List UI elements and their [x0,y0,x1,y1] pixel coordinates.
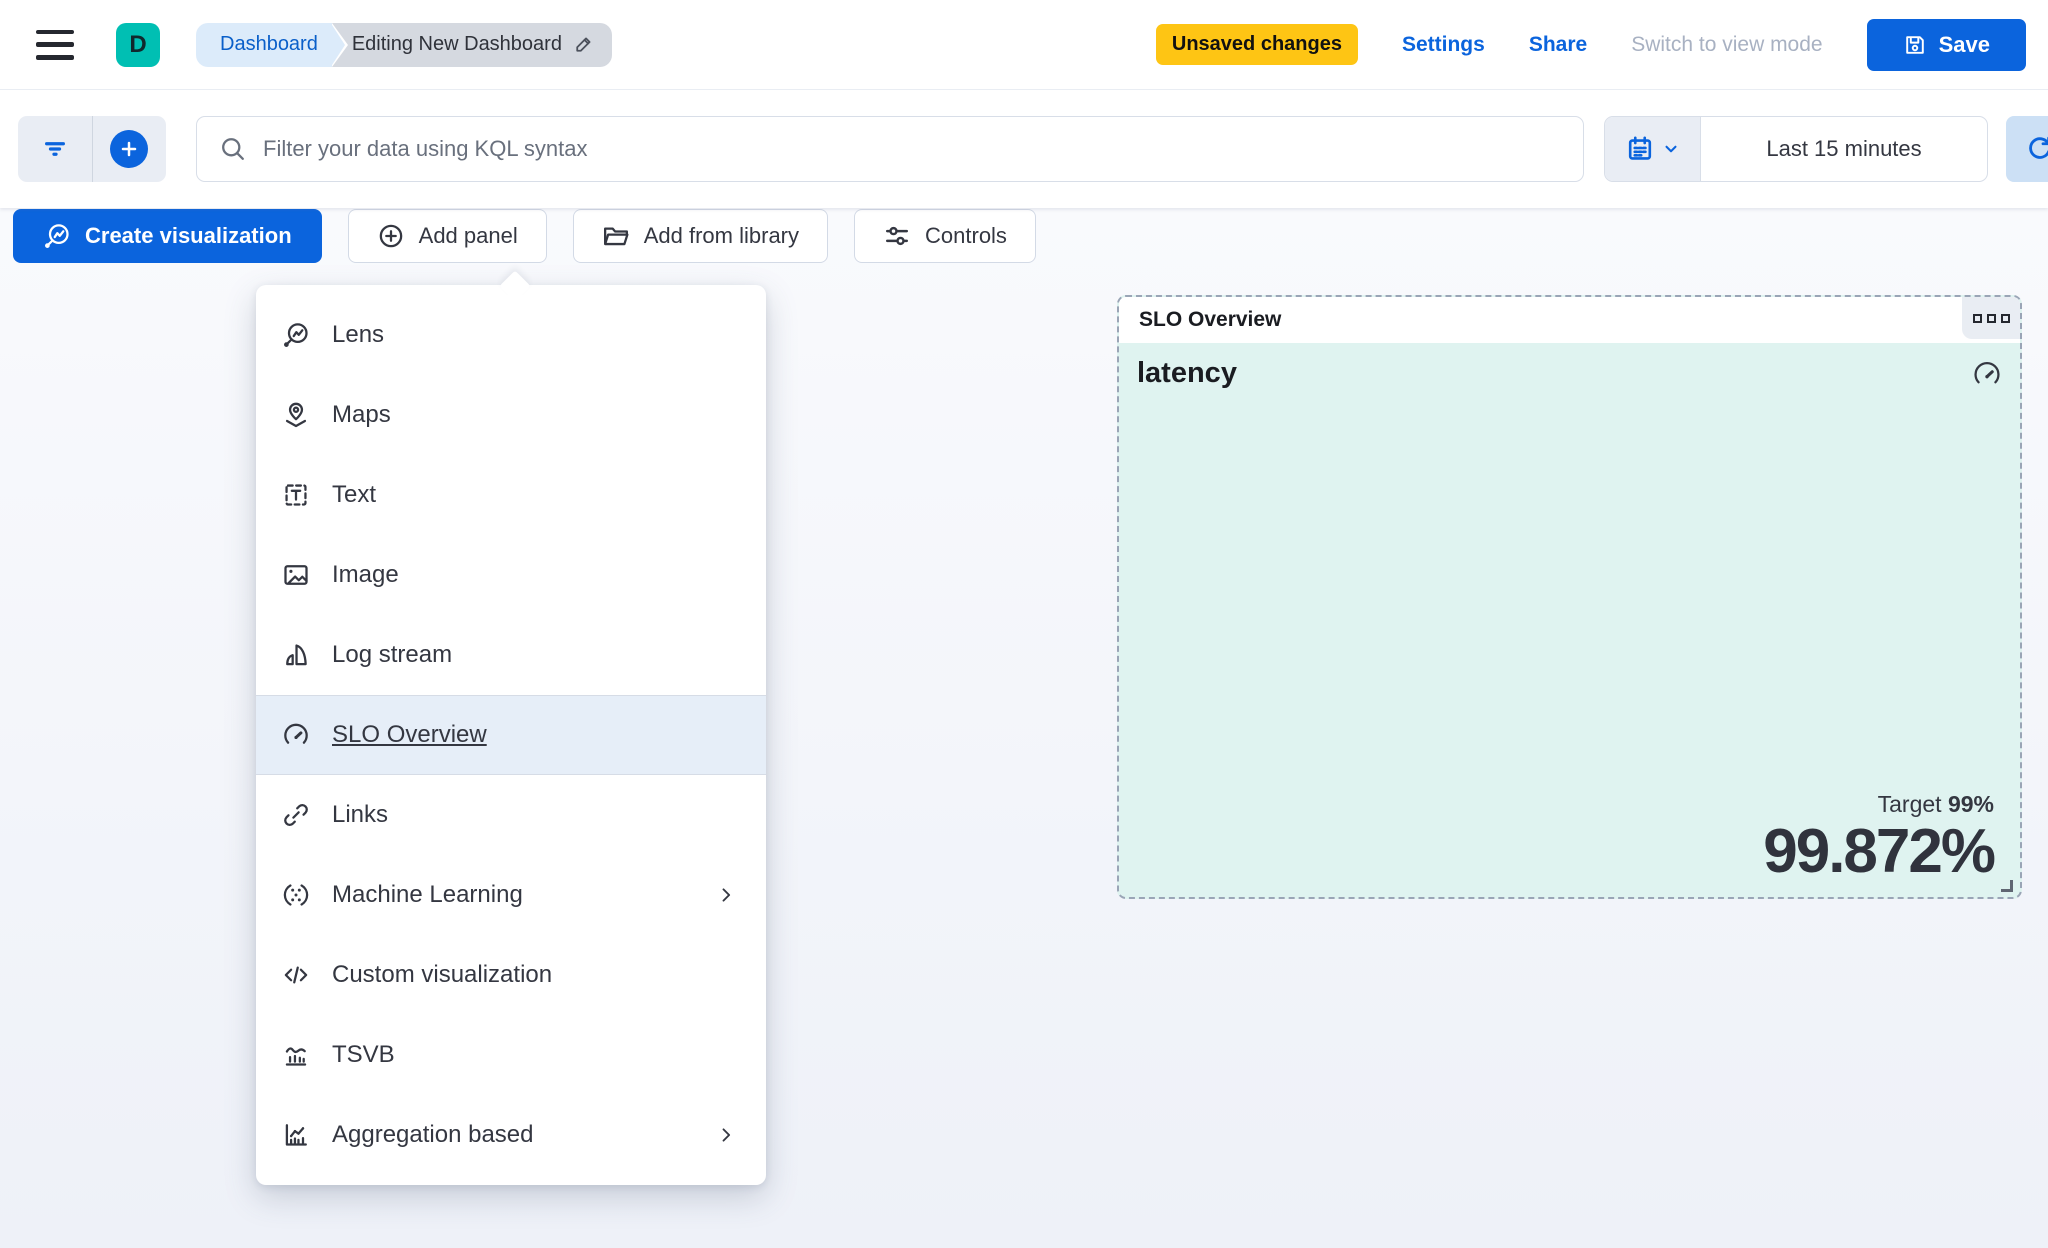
filter-menu-button[interactable] [18,116,92,182]
plus-circle-icon [110,130,149,168]
space-avatar-letter: D [129,30,147,58]
gauge-icon [1972,359,2002,389]
menu-item-maps[interactable]: Maps [256,375,766,455]
add-panel-menu: Lens Maps Text [256,270,766,1185]
chevron-right-icon [712,885,740,905]
panel-body: latency Target 99% 99.872% [1119,343,2020,897]
calendar-icon [1626,135,1654,163]
date-picker-button[interactable] [1605,117,1701,181]
aggregation-chart-icon [282,1121,310,1149]
controls-button[interactable]: Controls [854,209,1036,263]
settings-link[interactable]: Settings [1401,32,1485,56]
save-icon [1903,33,1927,57]
machine-learning-icon [282,881,310,909]
unsaved-changes-badge[interactable]: Unsaved changes [1155,24,1358,65]
breadcrumb-dashboard[interactable]: Dashboard [196,22,348,67]
menu-icon[interactable] [36,29,74,60]
refresh-icon [2025,134,2048,164]
menu-item-lens[interactable]: Lens [256,295,766,375]
time-range-value[interactable]: Last 15 minutes [1766,136,1922,161]
share-link[interactable]: Share [1528,32,1588,56]
slo-overview-panel: SLO Overview latency Target 99% 99.872% [1117,295,2022,899]
dashboard-toolbar: Create visualization Add panel Add from … [13,209,1036,263]
slo-values: Target 99% 99.872% [1763,790,1996,886]
panel-header: SLO Overview [1119,297,2020,343]
search-icon [219,135,247,163]
plus-circle-outline-icon [377,222,405,250]
gauge-icon [282,721,310,749]
log-stream-icon [282,641,310,669]
text-icon [282,481,310,509]
chevron-right-icon [712,1125,740,1145]
panel-title: SLO Overview [1139,308,1282,331]
lens-icon [43,222,71,250]
code-icon [282,961,310,989]
menu-item-links[interactable]: Links [256,775,766,855]
slo-sli-value: 99.872% [1763,816,1996,886]
kql-search-input[interactable] [263,136,1561,162]
menu-item-aggregation-based[interactable]: Aggregation based [256,1095,766,1175]
chevron-down-icon [1662,140,1680,158]
slo-name: latency [1137,357,1237,389]
save-button[interactable]: Save [1866,18,2026,71]
maps-icon [282,401,310,429]
folder-icon [602,222,630,250]
link-icon [282,801,310,829]
space-avatar[interactable]: D [116,22,160,67]
app-header: D Dashboard Editing New Dashboard Unsave… [0,0,2048,90]
sliders-icon [883,222,911,250]
create-visualization-button[interactable]: Create visualization [13,209,322,263]
add-panel-button[interactable]: Add panel [347,209,547,263]
menu-item-slo-overview[interactable]: SLO Overview [256,695,766,775]
pencil-icon [572,34,594,56]
filter-controls-group [18,116,166,182]
lens-icon [282,321,310,349]
dashboard-canvas: Create visualization Add panel Add from … [0,208,2048,1248]
slo-target: Target 99% [1877,790,1994,817]
kql-search-box [196,116,1584,182]
menu-item-log-stream[interactable]: Log stream [256,615,766,695]
switch-view-mode-link[interactable]: Switch to view mode [1631,32,1823,56]
menu-item-tsvb[interactable]: TSVB [256,1015,766,1095]
breadcrumb-current[interactable]: Editing New Dashboard [319,22,612,67]
breadcrumb: Dashboard Editing New Dashboard [196,22,612,67]
menu-item-custom-visualization[interactable]: Custom visualization [256,935,766,1015]
query-bar: Last 15 minutes [0,90,2048,208]
tsvb-chart-icon [282,1041,310,1069]
menu-item-image[interactable]: Image [256,535,766,615]
panel-options-button[interactable] [1962,297,2020,339]
panel-resize-handle[interactable] [2001,880,2013,892]
menu-item-text[interactable]: Text [256,455,766,535]
header-actions: Unsaved changes Settings Share Switch to… [1155,18,2026,71]
filter-icon [41,135,69,163]
time-picker: Last 15 minutes [1604,116,1988,182]
add-from-library-button[interactable]: Add from library [572,209,829,263]
refresh-button[interactable] [2006,116,2048,182]
add-filter-button[interactable] [91,116,167,182]
menu-item-machine-learning[interactable]: Machine Learning [256,855,766,935]
image-icon [282,561,310,589]
